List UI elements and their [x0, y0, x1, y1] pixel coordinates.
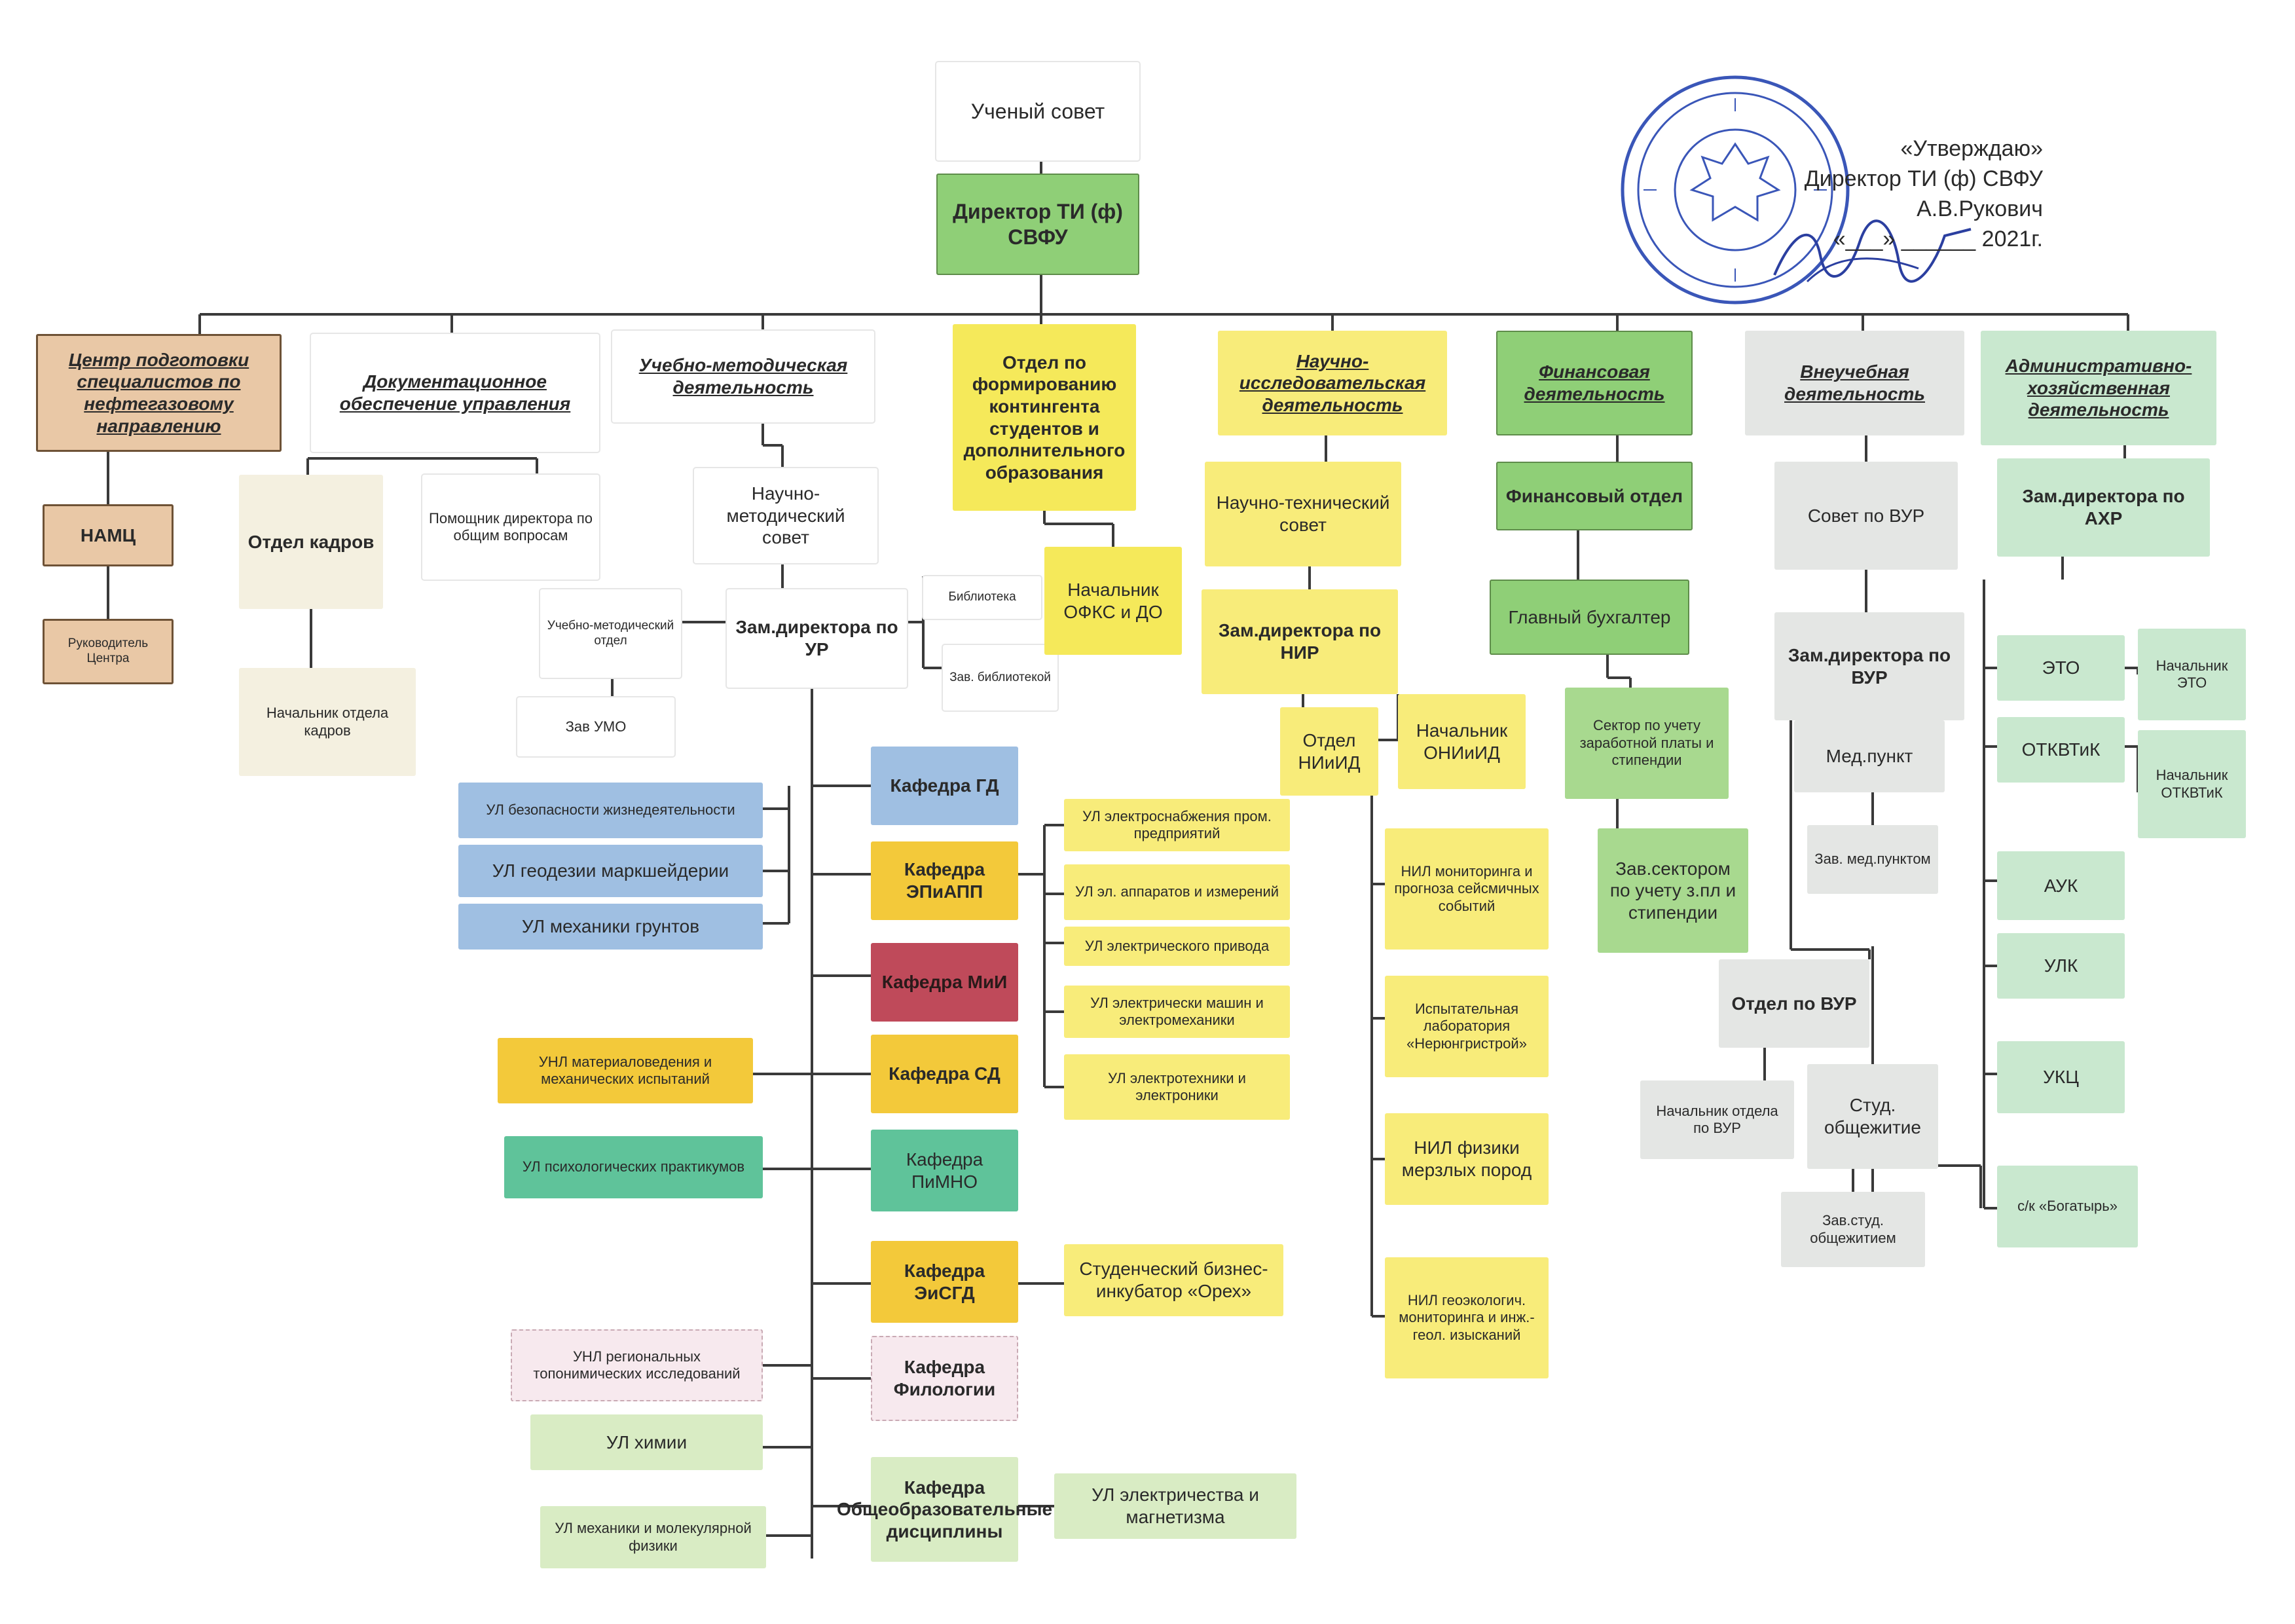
lab-machines: УЛ электрически машин и электромеханики: [1064, 986, 1290, 1038]
chair-gd: Кафедра ГД: [871, 747, 1018, 825]
approval-position: Директор ТИ (ф) СВФУ: [1804, 166, 2043, 191]
chair-mii: Кафедра МиИ: [871, 943, 1018, 1022]
deputy-director-ur: Зам.директора по УР: [727, 589, 907, 688]
dept-educational: Учебно-методическая деятельность: [612, 331, 874, 422]
lab-psych: УЛ психологических практикумов: [504, 1136, 763, 1198]
dormitory-head: Зав.студ. общежитием: [1781, 1192, 1925, 1267]
dept-administrative: Административно-хозяйственная деятельнос…: [1981, 331, 2216, 445]
approval-date: «___» ______ 2021г.: [1833, 226, 2043, 251]
chair-sd: Кафедра СД: [871, 1035, 1018, 1113]
lab-soil: УЛ механики грунтов: [458, 904, 763, 950]
center-head: Руководитель Центра: [43, 619, 174, 684]
chair-general: Кафедра Общеобразовательные дисциплины: [837, 1457, 1052, 1562]
finance-department: Финансовый отдел: [1496, 462, 1693, 530]
payroll-sector: Сектор по учету заработной платы и стипе…: [1565, 688, 1729, 799]
deputy-director-ahr: Зам.директора по АХР: [1997, 458, 2210, 557]
lab-materials: УНЛ материаловедения и механических испы…: [498, 1038, 753, 1103]
director: Директор ТИ (ф) СВФУ: [936, 174, 1139, 275]
ofks-head: Начальник ОФКС и ДО: [1044, 547, 1182, 655]
chair-epiapp: Кафедра ЭПиАПП: [871, 841, 1018, 920]
dept-research: Научно-исследовательская деятельность: [1218, 331, 1447, 435]
business-incubator: Студенческий бизнес-инкубатор «Орех»: [1064, 1244, 1283, 1316]
auk: АУК: [1997, 851, 2125, 920]
vur-department: Отдел по ВУР: [1719, 959, 1869, 1048]
otkvtik-head: Начальник ОТКВТиК: [2138, 730, 2246, 838]
medical-point-head: Зав. мед.пунктом: [1807, 825, 1938, 894]
ukc: УКЦ: [1997, 1041, 2125, 1113]
hr-head: Начальник отдела кадров: [239, 668, 416, 776]
approval-title: «Утверждаю»: [1900, 136, 2043, 161]
nil-frozen-soils: НИЛ физики мерзлых пород: [1385, 1113, 1549, 1205]
academic-council: Ученый совет: [936, 62, 1139, 160]
signature: [1773, 219, 1972, 283]
nil-geoecology: НИЛ геоэкологич. мониторинга и инж.-геол…: [1385, 1257, 1549, 1378]
chair-pimno: Кафедра ПиМНО: [871, 1130, 1018, 1211]
sport-complex: с/к «Богатырь»: [1997, 1166, 2138, 1247]
payroll-sector-head: Зав.сектором по учету з.пл и стипендии: [1598, 828, 1748, 953]
nil-seismic: НИЛ мониторинга и прогноза сейсмичных со…: [1385, 828, 1549, 950]
library: Библиотека: [923, 576, 1041, 619]
methodical-dept: Учебно-методический отдел: [540, 589, 681, 678]
lab-chemistry: УЛ химии: [530, 1414, 763, 1470]
chair-philology: Кафедра Филологии: [871, 1336, 1018, 1421]
medical-point: Мед.пункт: [1794, 720, 1945, 792]
lab-toponym: УНЛ региональных топонимических исследов…: [511, 1329, 763, 1401]
ulk: УЛК: [1997, 933, 2125, 999]
lab-molecular-physics: УЛ механики и молекулярной физики: [540, 1506, 766, 1568]
otkvtik: ОТКВТиК: [1997, 717, 2125, 783]
namc: НАМЦ: [43, 504, 174, 566]
deputy-director-vur: Зам.директора по ВУР: [1774, 612, 1964, 720]
approval-block: «Утверждаю» Директор ТИ (ф) СВФУ А.В.Рук…: [1650, 134, 2043, 255]
umo-head: Зав УМО: [517, 697, 674, 756]
eto: ЭТО: [1997, 635, 2125, 701]
library-head: Зав. библиотекой: [943, 645, 1057, 710]
oniiid-head: Начальник ОНИиИД: [1398, 694, 1526, 789]
dept-contingent: Отдел по формированию контингента студен…: [953, 324, 1136, 511]
deputy-director-nir: Зам.директора по НИР: [1202, 589, 1398, 694]
approval-name: А.В.Рукович: [1917, 196, 2043, 221]
chief-accountant: Главный бухгалтер: [1490, 580, 1689, 655]
lab-apparatus: УЛ эл. аппаратов и измерений: [1064, 864, 1290, 920]
hr-department: Отдел кадров: [239, 475, 383, 609]
dept-finance: Финансовая деятельность: [1496, 331, 1693, 435]
scientific-council: Научно-технический совет: [1205, 462, 1401, 566]
vur-head: Начальник отдела по ВУР: [1640, 1080, 1794, 1159]
chair-eisgd: Кафедра ЭиСГД: [871, 1241, 1018, 1323]
official-seal: [1621, 75, 1850, 304]
eto-head: Начальник ЭТО: [2138, 629, 2246, 720]
dept-extracurricular: Внеучебная деятельность: [1745, 331, 1964, 435]
general-assistant: Помощник директора по общим вопросам: [422, 475, 599, 580]
lab-power-supply: УЛ электроснабжения пром. предприятий: [1064, 799, 1290, 851]
methodical-council: Научно-методический совет: [694, 468, 877, 563]
lab-safety: УЛ безопасности жизнедеятельности: [458, 783, 763, 838]
dept-documentation: Документационное обеспечение управления: [311, 334, 599, 452]
lab-geodesy: УЛ геодезии маркшейдерии: [458, 845, 763, 897]
niiid-dept: Отдел НИиИД: [1280, 707, 1378, 796]
student-dormitory: Студ. общежитие: [1807, 1064, 1938, 1169]
vur-council: Совет по ВУР: [1774, 462, 1958, 570]
lab-electronics: УЛ электротехники и электроники: [1064, 1054, 1290, 1120]
test-laboratory: Испытательная лаборатория «Нерюнгристрой…: [1385, 976, 1549, 1077]
dept-oil-gas-center: Центр подготовки специалистов по нефтега…: [36, 334, 282, 452]
lab-drive: УЛ электрического привода: [1064, 927, 1290, 966]
lab-electricity: УЛ электричества и магнетизма: [1054, 1473, 1296, 1539]
